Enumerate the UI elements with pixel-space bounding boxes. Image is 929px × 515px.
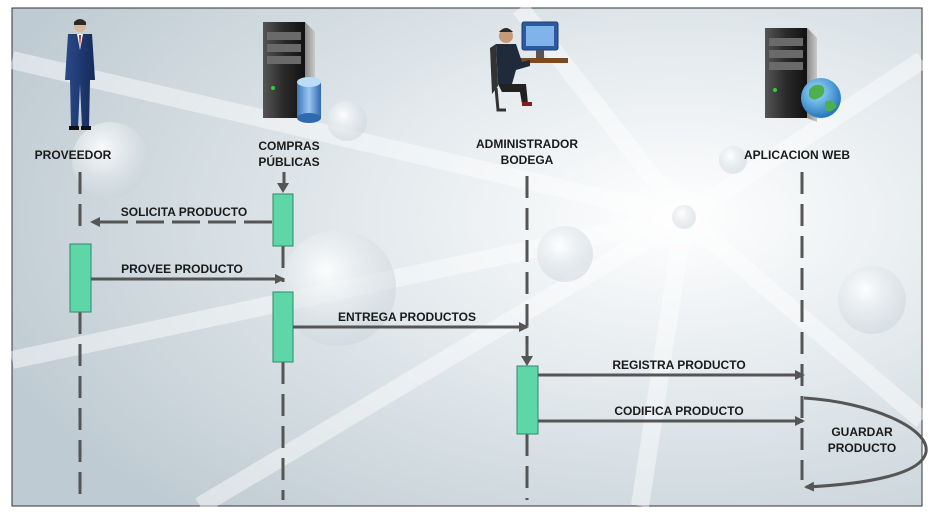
actor-label-aplicacion-web: APLICACION WEB [744, 148, 850, 162]
web-server-icon [765, 28, 841, 122]
actor-label-compras: COMPRAS [258, 139, 319, 153]
message-label-codifica: CODIFICA PRODUCTO [614, 404, 743, 418]
businessman-icon [65, 19, 95, 130]
message-label-provee: PROVEE PRODUCTO [121, 262, 243, 276]
database-server-icon [263, 22, 321, 123]
activation-administrador [516, 365, 539, 435]
actor-label-bodega: BODEGA [501, 153, 554, 167]
actor-label-proveedor: PROVEEDOR [35, 148, 112, 162]
activation-compras-2 [272, 291, 294, 363]
self-message-label-producto: PRODUCTO [828, 441, 896, 455]
message-label-solicita: SOLICITA PRODUCTO [121, 205, 247, 219]
actor-label-publicas: PÚBLICAS [258, 154, 319, 169]
activation-compras-1 [272, 193, 294, 247]
actor-label-administrador: ADMINISTRADOR [476, 137, 578, 151]
arrowhead-administrador-activation [521, 356, 533, 366]
message-label-entrega: ENTREGA PRODUCTOS [338, 310, 476, 324]
arrowhead-compras-activation [277, 183, 289, 193]
office-worker-icon [490, 21, 568, 112]
self-message-arrow-guardar [803, 396, 928, 492]
message-label-registra: REGISTRA PRODUCTO [612, 358, 745, 372]
activation-proveedor [69, 243, 92, 313]
self-message-label-guardar: GUARDAR [831, 425, 893, 439]
